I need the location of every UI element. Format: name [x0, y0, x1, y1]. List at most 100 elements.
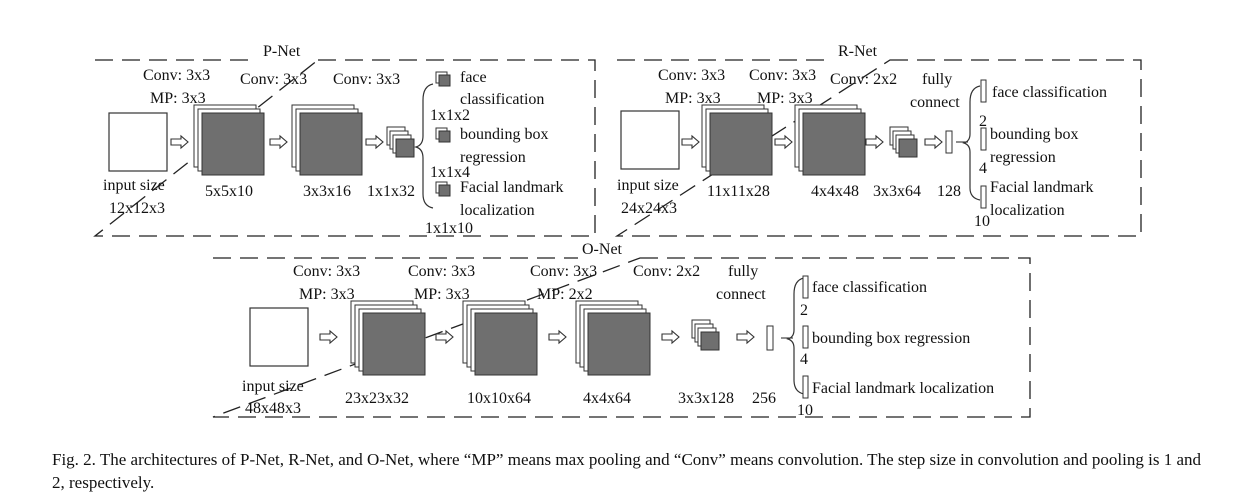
onet-layer1-op1: Conv: 3x3 [293, 263, 360, 280]
pnet-head2-line1: bounding box [460, 126, 548, 143]
rnet-title: R-Net [838, 43, 878, 60]
rnet-head2-line1: bounding box [990, 126, 1078, 143]
pnet-panel: P-Net Conv: 3x3 MP: 3x3 Conv: 3x3 Conv: … [93, 43, 596, 237]
pnet-arrow-1 [170, 135, 189, 149]
pnet-head-cube-3 [435, 181, 451, 197]
pnet-layer2-op1: Conv: 3x3 [240, 71, 307, 88]
rnet-fc-line1: fully [922, 71, 952, 88]
pnet-head1-line2: classification [460, 91, 544, 108]
onet-head1-line1: face classification [812, 279, 927, 296]
onet-head1-dim: 2 [800, 302, 808, 319]
rnet-fc-line2: connect [910, 94, 960, 111]
onet-layer3-op1: Conv: 3x3 [530, 263, 597, 280]
rnet-head3-vector [980, 185, 987, 209]
pnet-layer3-out: 1x1x32 [367, 183, 415, 200]
onet-fc-line2: connect [716, 286, 766, 303]
pnet-arrow-2 [269, 135, 288, 149]
onet-feature-map-2 [462, 300, 538, 376]
pnet-layer1-op1: Conv: 3x3 [143, 67, 210, 84]
rnet-arrow-2 [774, 135, 793, 149]
rnet-head2-dim: 4 [979, 160, 987, 177]
pnet-layer3-op1: Conv: 3x3 [333, 71, 400, 88]
onet-layer4-op1: Conv: 2x2 [633, 263, 700, 280]
pnet-feature-map-3 [386, 126, 415, 158]
pnet-arrow-3 [365, 135, 384, 149]
pnet-head1-dim: 1x1x2 [430, 107, 470, 124]
onet-head2-vector [802, 325, 809, 349]
onet-head3-line1: Facial landmark localization [812, 380, 994, 397]
onet-layer2-out: 10x10x64 [467, 390, 531, 407]
rnet-head3-line1: Facial landmark [990, 179, 1094, 196]
rnet-layer3-op1: Conv: 2x2 [830, 71, 897, 88]
pnet-head3-line1: Facial landmark [460, 179, 564, 196]
rnet-arrow-3 [865, 135, 884, 149]
onet-arrow-3 [548, 330, 567, 344]
rnet-layer1-op2: MP: 3x3 [665, 90, 721, 107]
onet-input-square [249, 307, 309, 367]
rnet-input-label: input size [617, 177, 679, 194]
pnet-input-square [108, 112, 168, 172]
rnet-input-size: 24x24x3 [621, 200, 677, 217]
rnet-head1-vector [980, 79, 987, 103]
pnet-title: P-Net [263, 43, 301, 60]
onet-heads-brace [786, 277, 805, 395]
onet-input-size: 48x48x3 [245, 400, 301, 417]
pnet-layer1-out: 5x5x10 [205, 183, 253, 200]
pnet-head-cube-1 [435, 71, 451, 87]
onet-head3-vector [802, 375, 809, 399]
pnet-heads-brace [413, 83, 434, 209]
rnet-arrow-1 [681, 135, 700, 149]
rnet-head1-line1: face classification [992, 84, 1107, 101]
onet-layer3-out: 4x4x64 [583, 390, 631, 407]
onet-input-label: input size [242, 378, 304, 395]
pnet-head3-dim: 1x1x10 [425, 220, 473, 237]
rnet-input-square [620, 110, 680, 170]
onet-fc-line1: fully [728, 263, 758, 280]
pnet-head-cube-2 [435, 127, 451, 143]
pnet-head1-line1: face [460, 69, 487, 86]
rnet-head1-dim: 2 [979, 113, 987, 130]
onet-head2-line1: bounding box regression [812, 330, 970, 347]
rnet-fc-out: 128 [937, 183, 961, 200]
pnet-layer1-op2: MP: 3x3 [150, 90, 206, 107]
onet-layer3-op2: MP: 2x2 [537, 286, 593, 303]
onet-layer1-op2: MP: 3x3 [299, 286, 355, 303]
pnet-layer2-out: 3x3x16 [303, 183, 351, 200]
rnet-head3-line2: localization [990, 202, 1065, 219]
pnet-head3-line2: localization [460, 202, 535, 219]
onet-head3-dim: 10 [797, 402, 813, 419]
onet-arrow-4 [661, 330, 680, 344]
rnet-feature-map-1 [701, 104, 773, 176]
pnet-input-size: 12x12x3 [109, 200, 165, 217]
rnet-heads-brace [962, 85, 981, 201]
onet-head2-dim: 4 [800, 351, 808, 368]
rnet-frame [614, 59, 1142, 237]
onet-arrow-1 [319, 330, 338, 344]
rnet-panel: R-Net Conv: 3x3 MP: 3x3 Conv: 3x3 MP: 3x… [614, 43, 1142, 237]
rnet-head3-dim: 10 [974, 213, 990, 230]
onet-arrow-5 [736, 330, 755, 344]
onet-head1-vector [802, 275, 809, 299]
rnet-layer2-op1: Conv: 3x3 [749, 67, 816, 84]
onet-fc-vector [766, 325, 774, 351]
pnet-head2-dim: 1x1x4 [430, 164, 470, 181]
onet-layer2-op2: MP: 3x3 [414, 286, 470, 303]
figure-caption: Fig. 2. The architectures of P-Net, R-Ne… [52, 450, 1201, 492]
rnet-layer2-out: 4x4x48 [811, 183, 859, 200]
rnet-layer3-out: 3x3x64 [873, 183, 921, 200]
onet-feature-map-4 [691, 319, 720, 351]
pnet-input-label: input size [103, 177, 165, 194]
rnet-fc-vector [945, 130, 953, 154]
onet-layer4-out: 3x3x128 [678, 390, 734, 407]
onet-panel: O-Net Conv: 3x3 MP: 3x3 Conv: 3x3 MP: 3x… [212, 241, 1031, 419]
rnet-feature-map-3 [889, 126, 918, 158]
pnet-feature-map-2 [291, 104, 363, 176]
rnet-layer1-out: 11x11x28 [707, 183, 770, 200]
onet-feature-map-1 [350, 300, 426, 376]
onet-title: O-Net [582, 241, 623, 258]
onet-layer2-op1: Conv: 3x3 [408, 263, 475, 280]
pnet-feature-map-1 [193, 104, 265, 176]
rnet-layer1-op1: Conv: 3x3 [658, 67, 725, 84]
rnet-feature-map-2 [794, 104, 866, 176]
